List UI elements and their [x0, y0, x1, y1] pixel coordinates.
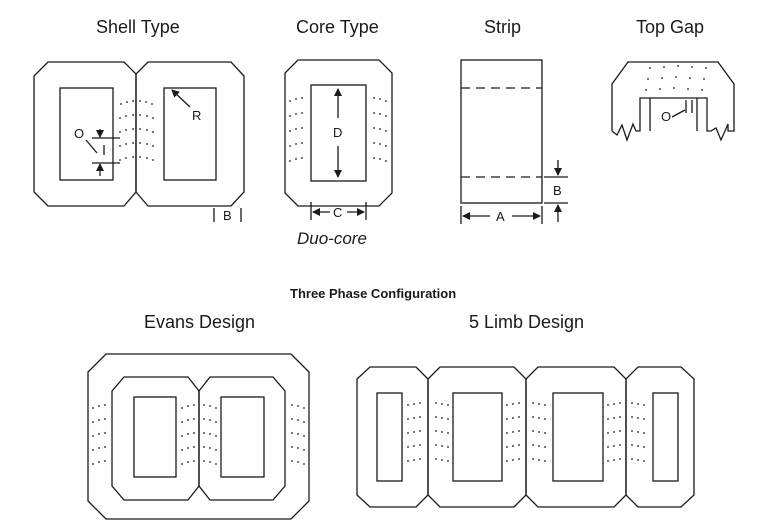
- five-limb-coil-dots: [407, 402, 645, 462]
- strip-body: [460, 59, 543, 204]
- limb-window-4: [652, 392, 679, 482]
- limb-window-2: [452, 392, 503, 482]
- top-gap-title: Top Gap: [636, 17, 705, 37]
- limb-window-3: [552, 392, 604, 482]
- shell-type-title: Shell Type: [96, 17, 180, 37]
- strip-title: Strip: [484, 17, 522, 37]
- top-gap-o-label: O: [661, 109, 671, 124]
- evans-left-inner: [111, 376, 200, 501]
- core-type-title: Core Type: [296, 17, 379, 37]
- core-window: [310, 84, 367, 182]
- evans-left-window: [133, 396, 177, 478]
- limb-piece-1: [356, 366, 429, 508]
- shell-right-window: [163, 87, 217, 181]
- duo-core-caption: Duo-core: [297, 229, 367, 248]
- core-coil-dots: [289, 97, 387, 162]
- strip-a-label: A: [496, 209, 505, 224]
- top-gap-diagram: O: [611, 61, 735, 142]
- strip-b-label: B: [553, 183, 562, 198]
- limb-piece-4: [625, 366, 695, 508]
- shell-type-core: O R B: [33, 61, 245, 223]
- top-gap-dots: [645, 65, 707, 91]
- top-gap-outline: [611, 61, 735, 142]
- section-heading: Three Phase Configuration: [290, 286, 457, 301]
- shell-left-half: [33, 61, 137, 207]
- core-type-core: D C: [284, 59, 393, 220]
- shell-gap-dots: [119, 100, 154, 161]
- limb-window-1: [376, 392, 403, 482]
- strip-diagram: B A: [460, 59, 568, 224]
- evans-coil-dots: [92, 404, 305, 465]
- evans-right-window: [220, 396, 265, 478]
- core-c-label: C: [333, 205, 342, 220]
- evans-design-title: Evans Design: [144, 312, 256, 332]
- shell-right-half: [135, 61, 245, 207]
- core-d-label: D: [333, 125, 342, 140]
- five-limb-core: [356, 366, 695, 508]
- shell-r-label: R: [192, 108, 201, 123]
- limb-piece-3: [525, 366, 627, 508]
- evans-design-core: [87, 353, 310, 520]
- limb-piece-2: [427, 366, 527, 508]
- shell-o-label: O: [74, 126, 84, 141]
- shell-left-window: [59, 87, 114, 181]
- evans-right-inner: [198, 376, 286, 501]
- five-limb-design-title: 5 Limb Design: [469, 312, 585, 332]
- core-outer-frame: [284, 59, 393, 207]
- shell-b-label: B: [223, 208, 232, 223]
- evans-outer-frame: [87, 353, 310, 520]
